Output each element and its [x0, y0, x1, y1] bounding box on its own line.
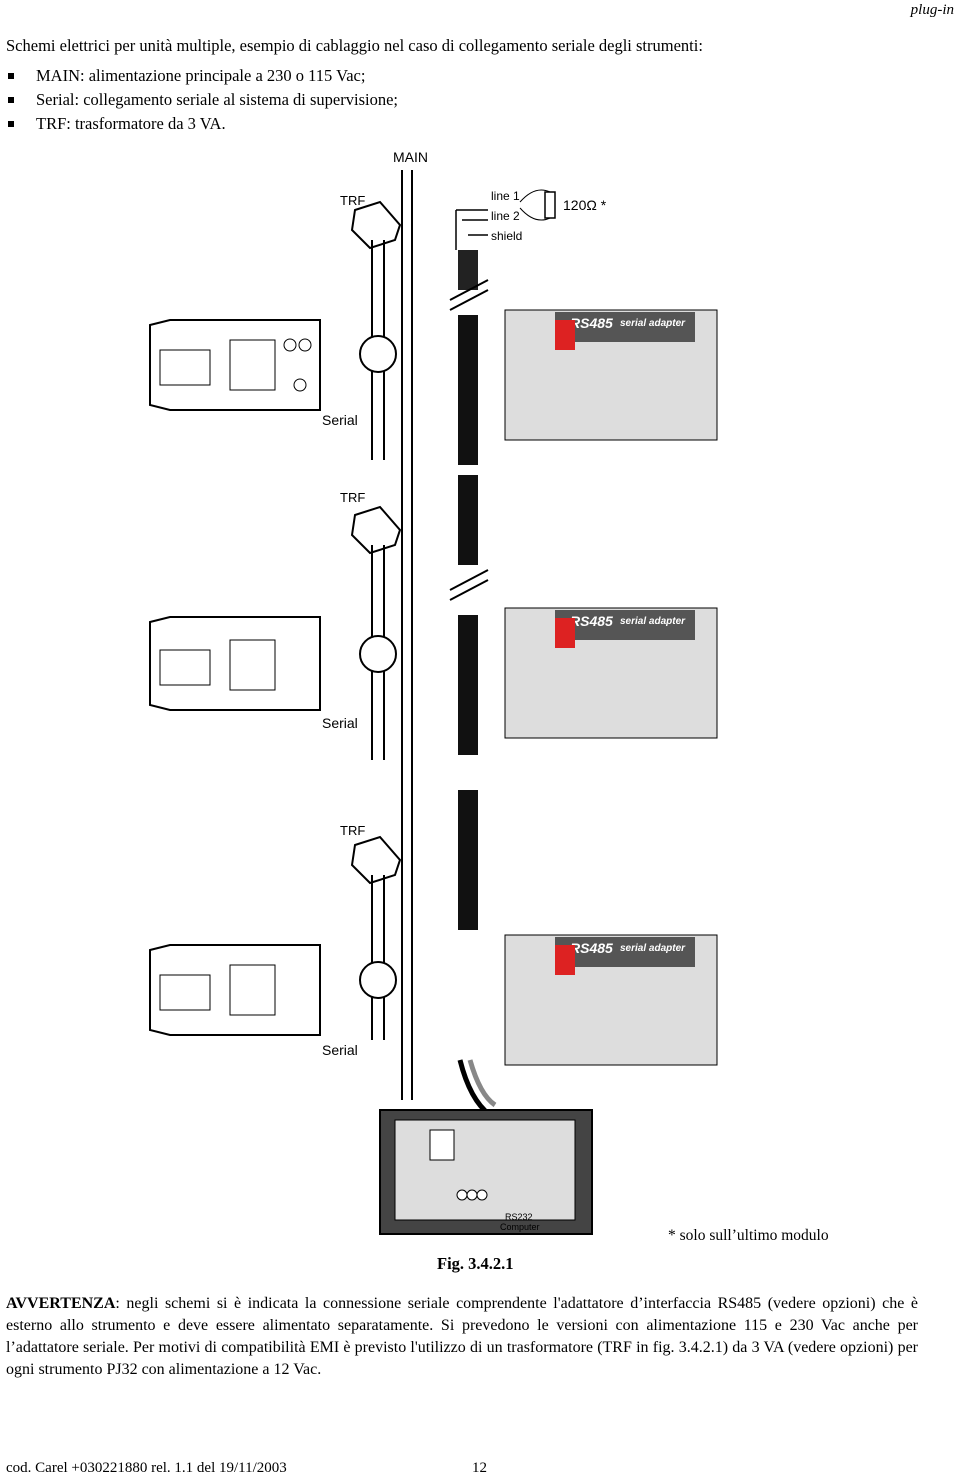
legend-item: Serial: collegamento seriale al sistema … — [8, 88, 398, 112]
legend-item: MAIN: alimentazione principale a 230 o 1… — [8, 64, 398, 88]
intro-text: Schemi elettrici per unità multiple, ese… — [6, 36, 703, 55]
controller-icon — [149, 319, 321, 411]
serial-label: Serial — [322, 1042, 358, 1058]
wire-junction-icon — [359, 635, 397, 673]
wire-junction-icon — [359, 961, 397, 999]
shield-label: shield — [491, 229, 522, 243]
transformer-icon — [350, 835, 402, 885]
transformer-icon — [350, 505, 402, 555]
line1-label: line 1 — [491, 189, 520, 203]
unit-3: TRF Serial RS485 serial adapter — [149, 823, 718, 1066]
footer-code: cod. Carel +030221880 rel. 1.1 del 19/11… — [6, 1460, 287, 1476]
serial-label: Serial — [322, 715, 358, 731]
unit-2: TRF Serial RS485 serial adapter — [149, 490, 718, 760]
svg-text:RS485: RS485 — [570, 315, 613, 331]
bullet-square-icon — [8, 73, 14, 79]
svg-text:RS485: RS485 — [570, 940, 613, 956]
svg-text:serial adapter: serial adapter — [620, 616, 686, 627]
wiring-diagram: MAIN line 1 line 2 shield 120Ω * TRF Ser… — [149, 149, 718, 1235]
section-header: plug-in — [910, 2, 954, 18]
bullet-square-icon — [8, 121, 14, 127]
serial-label: Serial — [322, 412, 358, 428]
unit-1: TRF Serial RS485 serial adapter — [149, 193, 718, 460]
resistor-icon — [544, 191, 556, 219]
main-label: MAIN — [393, 149, 428, 165]
wire-junction-icon — [359, 335, 397, 373]
resistor-label: 120Ω * — [563, 197, 607, 213]
svg-text:Computer: Computer — [500, 1222, 540, 1232]
controller-icon — [149, 944, 321, 1036]
legend-list: MAIN: alimentazione principale a 230 o 1… — [8, 64, 398, 136]
controller-icon — [149, 616, 321, 711]
warning-paragraph: AVVERTENZA: negli schemi si è indicata l… — [6, 1293, 918, 1381]
svg-text:serial adapter: serial adapter — [620, 318, 686, 329]
svg-text:RS485: RS485 — [570, 613, 613, 629]
warning-label: AVVERTENZA — [6, 1295, 116, 1312]
rs232-converter-icon: RS232 Computer — [379, 1109, 593, 1235]
bullet-square-icon — [8, 97, 14, 103]
page-number: 12 — [472, 1460, 487, 1476]
trf-label: TRF — [340, 823, 365, 838]
svg-text:serial adapter: serial adapter — [620, 943, 686, 954]
transformer-icon — [350, 200, 402, 250]
svg-text:RS232: RS232 — [505, 1212, 533, 1222]
trf-label: TRF — [340, 490, 365, 505]
line2-label: line 2 — [491, 209, 520, 223]
legend-item: TRF: trasformatore da 3 VA. — [8, 112, 398, 136]
warning-text: : negli schemi si è indicata la connessi… — [6, 1295, 918, 1378]
figure-caption: Fig. 3.4.2.1 — [437, 1254, 514, 1273]
figure-note: * solo sull’ultimo modulo — [668, 1227, 829, 1244]
trf-label: TRF — [340, 193, 365, 208]
